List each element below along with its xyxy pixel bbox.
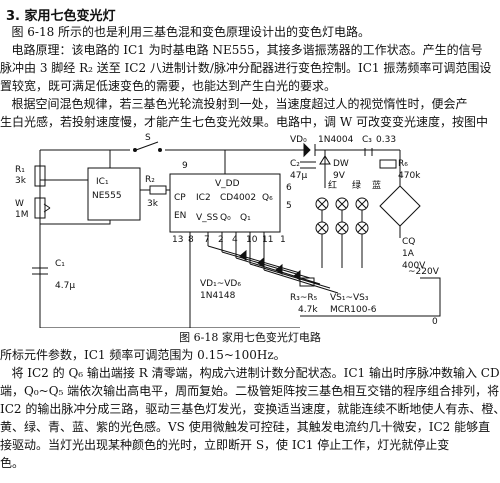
cq-voltage: 400V [402,261,426,271]
r2-label: R₂ [145,175,155,185]
ground-label: 0 [432,317,438,327]
ic2-name: CD4002 [220,193,256,203]
c1-cap [32,267,48,275]
w-label: W [15,199,24,209]
body-line: 将 IC2 的 Q₆ 输出端接 R 清零端，构成六进制计数分配状态。IC1 输出… [0,366,500,380]
r1-resistor [34,165,46,187]
cq-label: CQ [402,237,415,247]
svg-text:11: 11 [262,235,273,245]
intro-line: 根据空间混色规律，若三基色光轮流投射到一处，当速度超过人的视觉惰性时，便会产 [0,97,468,111]
intro-line: 生白光感，若投射速度慢，才能产生七色变光效果。电路中，调 W 可改变变光速度，按… [0,115,488,129]
vss-label: V_SS [196,213,218,223]
ic1-name: NE555 [92,191,122,201]
r3-value: 4.7k [298,305,318,315]
ic1-label: IC₁ [96,177,109,187]
vd-label: VD₁~VD₆ [200,279,241,289]
q0-label: Q₀ [220,213,231,223]
body-line: 黄、绿、青、蓝、紫的光色感。VS 使用微触发可控硅，其触发电流约几十微安，IC2… [0,420,491,434]
r3-resistor [299,277,315,287]
section-heading: 3. 家用七色变光灯 [6,9,116,24]
dw-value: 9V [333,171,346,181]
c3-label: C₃ [362,135,372,145]
cp-label: CP [174,193,186,203]
ac-label: ~220V [408,267,440,277]
q1-label: Q₁ [240,213,251,223]
intro-line: 置较宽，既可满足低速变色的需要，也能达到产生白光的要求。 [0,79,337,93]
c2-cap [300,161,316,169]
c2-label: C₂ [290,159,300,169]
intro-line: 脉冲由 3 脚经 R₂ 送至 IC2 八进制计数/脉冲分配器进行变色控制。IC1… [0,61,492,75]
q6-label: Q₆ [262,193,273,203]
intro-line: 电路原理：该电路的 IC1 为时基电路 NE555，其接多谐振荡器的工作状态。产… [0,43,483,57]
body-line: 接驱动。当灯光出现某种颜色的光时，立即断开 S，使 IC1 停止工作，灯光就停止… [0,438,450,452]
svg-text:10: 10 [246,235,258,245]
c3-cap [364,148,373,156]
bridge-rectifier [379,185,421,227]
en-label: EN [174,211,186,221]
vd0-label: VD₀ [290,135,307,145]
body-line: 端，Q₀~Q₅ 端依次输出高电平，周而复始。二极管矩阵按三基色相互交错的程序组合… [0,384,500,398]
ic1-block [87,167,141,221]
red-label: 红 [328,179,337,191]
dw-label: DW [333,159,349,169]
diode-matrix [207,245,339,294]
blue-label: 蓝 [372,179,381,191]
svg-text:13: 13 [172,235,183,245]
svg-text:8: 8 [188,235,194,245]
svg-text:9: 9 [182,161,188,171]
svg-text:4: 4 [232,235,238,245]
r2-resistor [149,185,167,195]
svg-text:1: 1 [280,235,286,245]
dw-diode [319,150,331,188]
body-line: 所标元件参数，IC1 频率可调范围为 0.15~100Hz。 [0,348,286,362]
body-line: 色。 [0,456,25,470]
svg-text:2: 2 [218,235,224,245]
r1-value: 3k [15,176,27,186]
svg-text:7: 7 [204,235,210,245]
body-line: IC2 的输出脉冲分成三路，驱动三基色灯发光，变换适当速度，就能连续不断地使人有… [0,402,500,416]
vd-name: 1N4148 [200,291,236,301]
r6-value: 470k [398,171,421,181]
vd0-name: 1N4004 [318,135,354,145]
r6-label: R₆ [398,159,408,169]
w-pot [34,197,46,219]
cq-value: 1A [402,249,415,259]
ic2-label: IC2 [196,193,211,203]
r2-value: 3k [147,199,159,209]
w-value: 1M [15,210,29,220]
r3-label: R₃~R₅ [290,293,318,303]
vs-label: VS₁~VS₃ [330,293,369,303]
intro-line: 图 6-18 所示的也是利用三基色混和变色原理设计出的变色灯电路。 [0,25,371,39]
vs-name: MCR100-6 [330,305,377,315]
r1-label: R₁ [15,165,25,175]
vdd-label: V_DD [215,179,240,189]
circuit-diagram: S R₁ 3k W 1M C₁ 4.7μ IC₁ NE555 R₂ 3k V_D… [15,133,441,328]
green-label: 绿 [352,179,361,191]
switch-label: S [145,133,151,143]
svg-text:6: 6 [286,183,292,193]
c3-value: 0.33 [376,135,396,145]
c1-label: C₁ [55,259,65,269]
c2-value: 47μ [290,171,307,181]
figure-caption: 图 6-18 家用七色变光灯电路 [179,331,321,344]
switch-s: S [133,133,162,152]
svg-text:5: 5 [286,201,292,211]
c1-value: 4.7μ [55,281,75,291]
ic2-pins: 13 8 7 2 4 10 11 1 5 6 9 [172,161,292,245]
r6-resistor [379,159,397,169]
